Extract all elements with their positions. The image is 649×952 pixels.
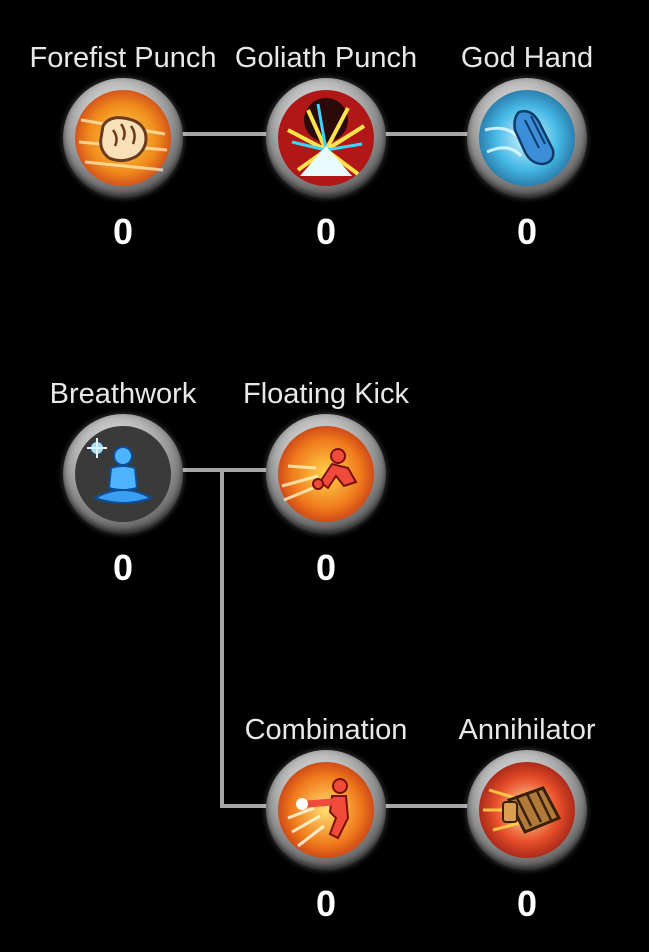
skill-name: Breathwork — [49, 378, 197, 410]
skill-node-goliath-punch[interactable]: Goliath Punch 0 — [226, 40, 426, 280]
skill-node-combination[interactable]: Combination 0 — [226, 712, 426, 952]
praying-hands-icon[interactable] — [467, 78, 587, 198]
gauntlet-icon[interactable] — [467, 750, 587, 870]
flying-kick-icon[interactable] — [266, 414, 386, 534]
meditation-icon[interactable] — [63, 414, 183, 534]
skill-name: Combination — [244, 714, 408, 746]
skill-level: 0 — [112, 211, 134, 252]
skill-node-annihilator[interactable]: Annihilator 0 — [427, 712, 627, 952]
skill-node-forefist-punch[interactable]: Forefist Punch 0 — [23, 40, 223, 280]
skill-node-floating-kick[interactable]: Floating Kick 0 — [226, 376, 426, 616]
skill-name: God Hand — [460, 42, 594, 74]
combo-strike-icon[interactable] — [266, 750, 386, 870]
skill-node-god-hand[interactable]: God Hand 0 — [427, 40, 627, 280]
skill-level: 0 — [516, 211, 538, 252]
skill-level: 0 — [315, 211, 337, 252]
fist-icon[interactable] — [63, 78, 183, 198]
skill-level: 0 — [112, 547, 134, 588]
skill-name: Annihilator — [458, 714, 596, 746]
skill-level: 0 — [516, 883, 538, 924]
skill-level: 0 — [315, 547, 337, 588]
skill-name: Forefist Punch — [29, 42, 217, 74]
impact-burst-icon[interactable] — [266, 78, 386, 198]
skill-name: Floating Kick — [242, 378, 409, 410]
skill-node-breathwork[interactable]: Breathwork 0 — [23, 376, 223, 616]
skill-level: 0 — [315, 883, 337, 924]
skill-name: Goliath Punch — [234, 42, 418, 74]
